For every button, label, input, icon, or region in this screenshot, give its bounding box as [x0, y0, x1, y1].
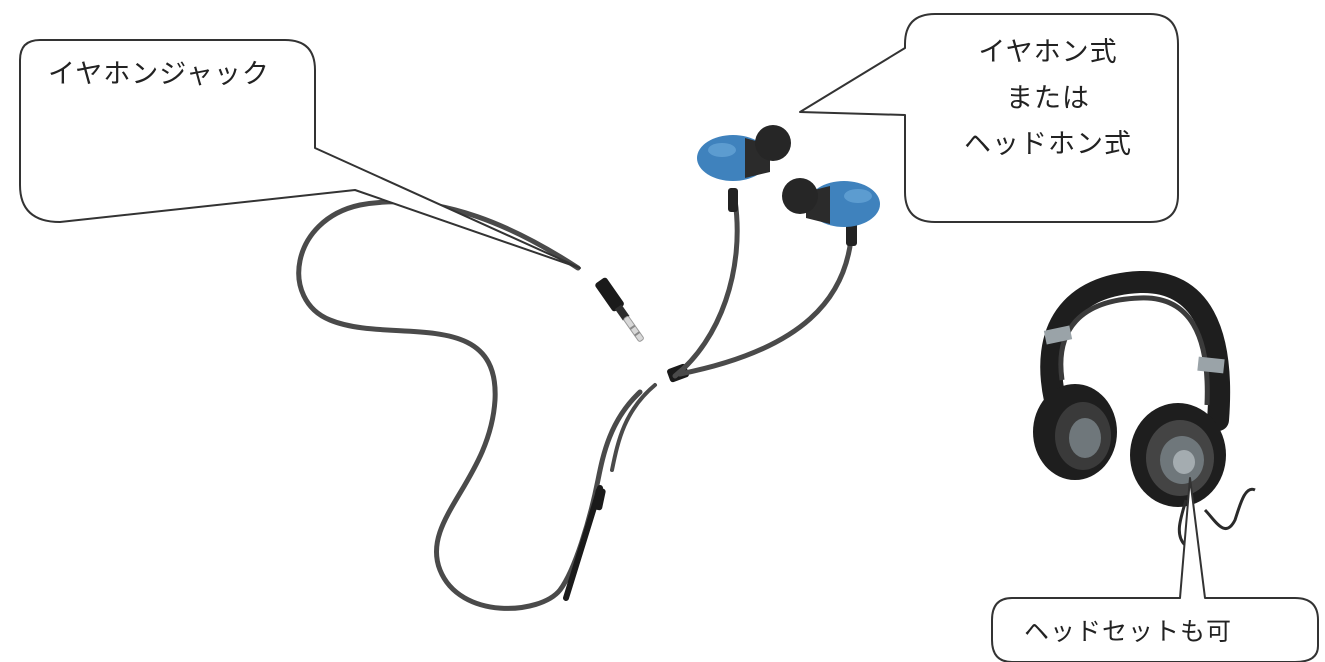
right-earbud-cable [680, 225, 852, 374]
callout-headset-label: ヘッドセットも可 [1024, 609, 1232, 655]
callout-jack-label: イヤホンジャック [48, 52, 270, 98]
callout-type-line-3: ヘッドホン式 [938, 122, 1158, 168]
left-earbud-cable [675, 200, 737, 376]
audio-jack-plug [594, 277, 647, 345]
earphone-cable [299, 202, 640, 609]
headphones-illustration [1033, 282, 1255, 545]
earphones-illustration [299, 200, 852, 608]
callout-type-label: イヤホン式 または ヘッドホン式 [938, 30, 1158, 168]
left-earbud-icon [697, 125, 791, 212]
callout-type-line-2: または [938, 76, 1158, 122]
callout-type-line-1: イヤホン式 [938, 30, 1158, 76]
right-earbud-icon [782, 178, 880, 246]
